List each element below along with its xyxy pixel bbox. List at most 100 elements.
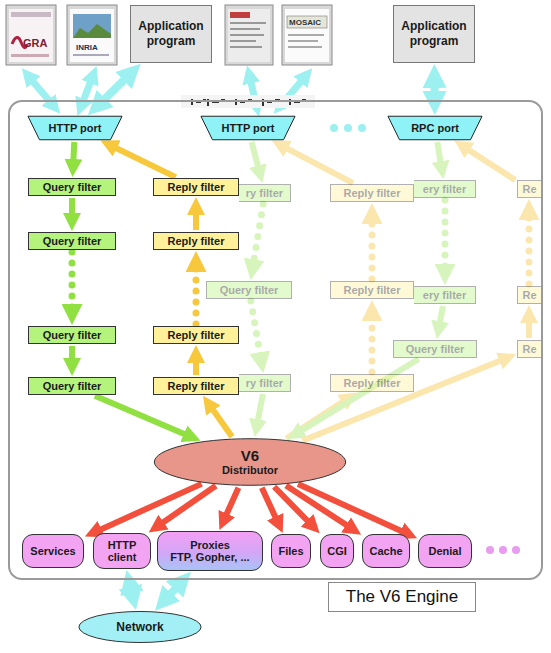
screenshot xyxy=(230,40,256,42)
flow-arrow xyxy=(69,346,75,363)
screenshot xyxy=(73,14,111,38)
query-filter-box: Query filter xyxy=(28,326,116,344)
engine-title: The V6 Engine xyxy=(328,582,476,612)
more-ports-dots xyxy=(330,124,366,132)
dotted-arrow xyxy=(526,214,533,284)
node-text: Files xyxy=(278,545,303,557)
port-trapezoid: RPC port xyxy=(387,116,483,140)
node-text: Reply filter xyxy=(168,181,225,193)
flow-arrow xyxy=(95,396,189,436)
dotted-arrow xyxy=(69,252,76,310)
node-text: Query filter xyxy=(43,380,102,392)
reply-filter-box: Re xyxy=(517,286,541,304)
node-text: Re xyxy=(522,289,536,301)
screenshot xyxy=(230,46,262,48)
screenshot xyxy=(288,46,322,48)
flow-arrow xyxy=(437,142,441,167)
node-text: CGI xyxy=(327,545,347,557)
node-text: Reply filter xyxy=(168,380,225,392)
port-outline xyxy=(388,116,482,140)
node-text: V6 xyxy=(241,448,259,464)
module-pill: CGI xyxy=(320,534,354,568)
flow-arrow xyxy=(274,487,311,525)
more-ports-dots xyxy=(330,124,338,132)
module-pill: HTTP client xyxy=(93,533,151,569)
node-text: Re xyxy=(522,343,536,355)
screenshot xyxy=(282,5,332,65)
module-pill: Denial xyxy=(418,534,472,568)
flow-arrow xyxy=(69,198,75,218)
query-filter-box: Query filter xyxy=(28,178,116,196)
screenshot-text: GRA xyxy=(23,38,47,49)
node-text: ery filter xyxy=(423,183,466,195)
node-text: Query filter xyxy=(43,329,102,341)
screenshot xyxy=(230,28,260,30)
application-box: Application program xyxy=(393,5,475,63)
flow-arrow xyxy=(298,484,406,533)
screenshot xyxy=(70,9,114,62)
flow-arrow xyxy=(210,406,232,437)
screenshot xyxy=(11,54,49,57)
node-text: RPC port xyxy=(411,122,459,134)
node-text: Network xyxy=(116,621,163,633)
screenshot xyxy=(288,34,324,36)
node-text: ry filter xyxy=(246,187,283,199)
node-text: Services xyxy=(30,545,75,557)
dotted-arrow xyxy=(369,218,376,279)
port-trapezoid: HTTP port xyxy=(27,116,123,140)
flow-arrow xyxy=(430,81,438,98)
reply-filter-box: Reply filter xyxy=(153,377,239,395)
screenshot xyxy=(228,9,270,62)
screenshot xyxy=(6,5,56,65)
node-text: HTTP port xyxy=(49,122,102,134)
reply-filter-box: Re xyxy=(517,180,541,198)
flow-arrow xyxy=(112,146,176,177)
application-box: Application program xyxy=(130,5,212,63)
dotted-arrow xyxy=(251,301,261,359)
query-filter-box: ry filter xyxy=(239,184,291,202)
screenshot xyxy=(11,12,51,17)
screenshot xyxy=(73,54,109,56)
dotted-arrow xyxy=(369,315,376,372)
network-ellipse: Network xyxy=(78,611,202,643)
node-text: Re xyxy=(522,183,536,195)
node-text: ry filter xyxy=(246,377,283,389)
more-modules-dots xyxy=(486,546,520,554)
node-text: Query filter xyxy=(43,235,102,247)
screenshot xyxy=(225,5,273,65)
flow-arrow xyxy=(283,146,353,183)
reply-filter-box: Reply filter xyxy=(330,374,414,392)
more-ports-dots xyxy=(358,124,366,132)
reply-filter-box: Reply filter xyxy=(153,232,239,250)
node-text: Reply filter xyxy=(344,377,401,389)
flow-arrow xyxy=(439,306,443,327)
flow-arrow xyxy=(302,359,504,441)
dotted-arrow xyxy=(253,204,263,266)
node-text: Reply filter xyxy=(344,187,401,199)
query-filter-box: ery filter xyxy=(414,286,476,304)
node-text: Query filter xyxy=(406,343,465,355)
flow-arrow xyxy=(262,488,278,522)
module-pill: Cache xyxy=(362,534,410,568)
query-filter-box: Query filter xyxy=(28,232,116,250)
screenshot xyxy=(9,9,53,62)
reply-filter-box: Re xyxy=(517,340,541,358)
screenshot xyxy=(6,5,56,65)
reply-filter-box: Reply filter xyxy=(330,281,414,299)
screenshot xyxy=(67,5,117,65)
module-pill: Files xyxy=(271,534,311,568)
dotted-arrow xyxy=(442,200,449,270)
reply-filter-box: Reply filter xyxy=(153,178,239,196)
engine-container: The V6 EngineHTTP portHTTP portRPC portQ… xyxy=(8,100,543,580)
node-text: HTTP client xyxy=(94,539,150,563)
screenshot-text: INRIA xyxy=(76,44,98,52)
flow-arrow xyxy=(286,486,351,528)
flow-arrow xyxy=(526,318,532,338)
query-filter-box: ery filter xyxy=(414,180,476,198)
screenshot xyxy=(288,40,318,42)
screenshot xyxy=(287,16,327,28)
reply-filter-box: Reply filter xyxy=(330,184,414,202)
screenshot-text: MOSAIC xyxy=(289,19,321,27)
node-text: Cache xyxy=(369,545,402,557)
